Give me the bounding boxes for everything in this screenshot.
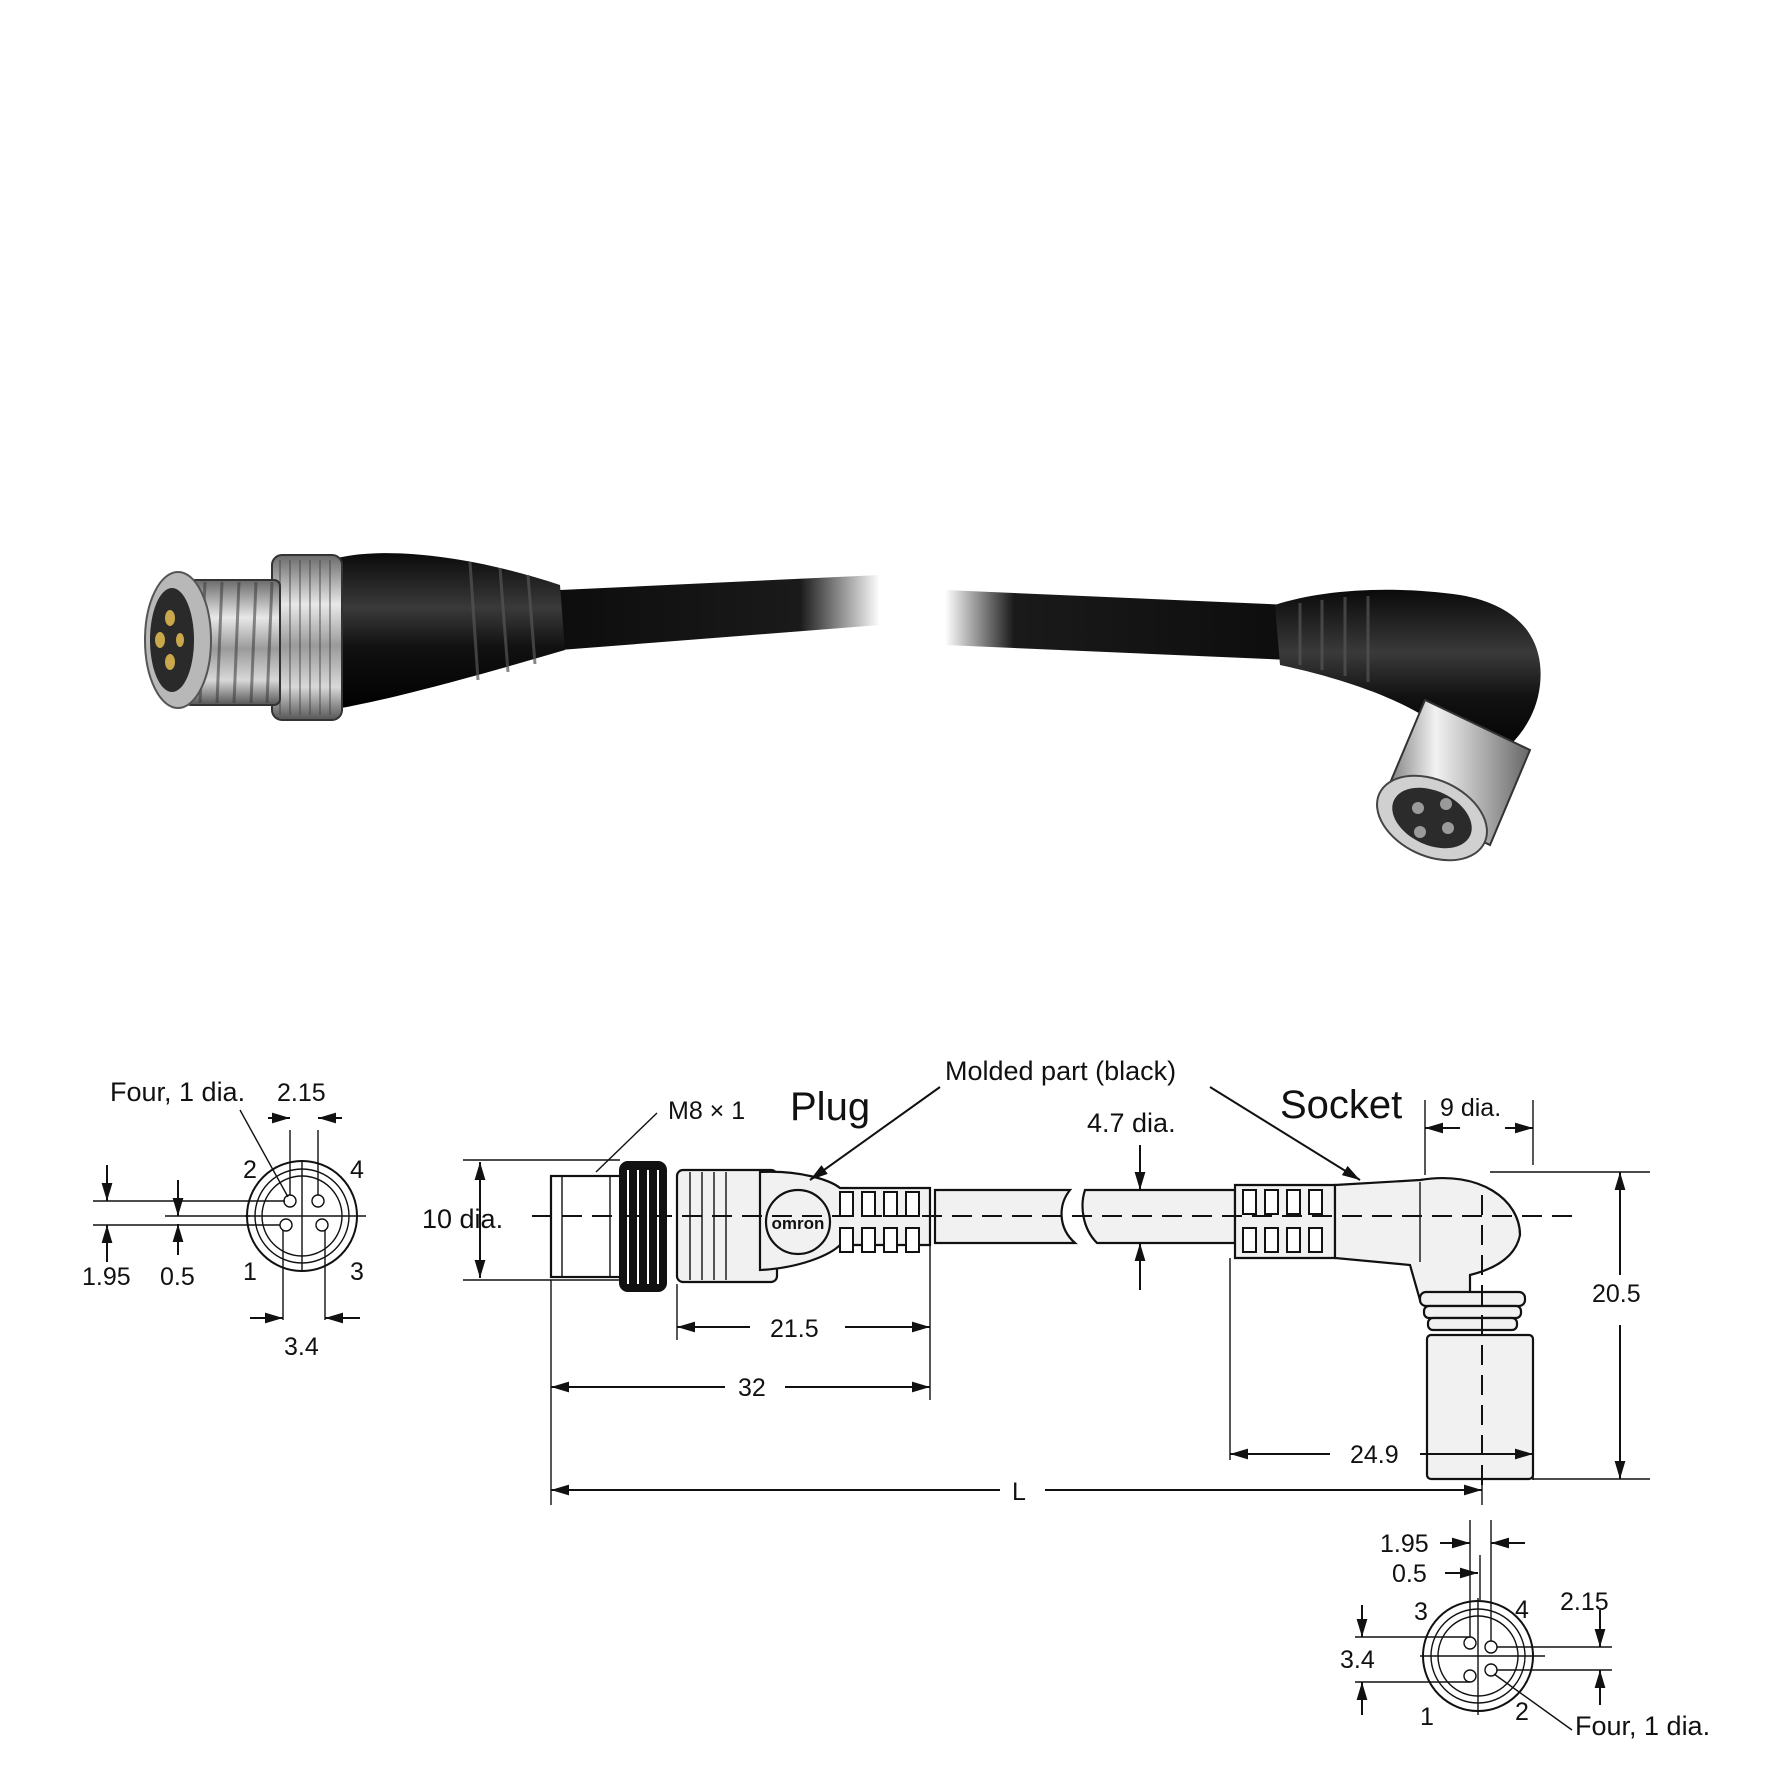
plug-label: Plug: [790, 1085, 870, 1129]
plug-pin-label-2: 2: [243, 1156, 257, 1184]
socket-pin-label-2: 2: [1515, 1698, 1529, 1726]
cable-dia-label: 4.7 dia.: [1087, 1108, 1176, 1138]
socket-pin-label-1: 1: [1420, 1703, 1434, 1731]
socket-dim-195: 1.95: [1380, 1530, 1429, 1558]
logo-text: omron: [772, 1214, 825, 1233]
plug-pin-label-4: 4: [350, 1156, 364, 1184]
plug-nut: [619, 1161, 667, 1292]
socket-face-callout: Four, 1 dia.: [1575, 1711, 1710, 1741]
plug-pin-2: [283, 1194, 297, 1208]
dim-L: L: [1012, 1478, 1026, 1506]
socket-label: Socket: [1280, 1083, 1402, 1127]
plug-dim-05: 0.5: [160, 1263, 195, 1291]
socket-pin-4: [1484, 1640, 1498, 1654]
plug-pin-3: [315, 1218, 329, 1232]
socket-pin-1: [1463, 1669, 1477, 1683]
plug-pin-label-3: 3: [350, 1258, 364, 1286]
socket-pin-label-3: 3: [1414, 1598, 1428, 1626]
socket-elbow: [1333, 1176, 1522, 1302]
socket-sleeve: [1425, 1333, 1535, 1481]
molded-part-callout: Molded part (black): [945, 1056, 1176, 1086]
plug-molded-body-photo: [330, 553, 565, 710]
thread-label: M8 × 1: [668, 1097, 745, 1125]
plug-face-callout: Four, 1 dia.: [110, 1077, 245, 1107]
connector-cable-photo: [144, 553, 1541, 862]
socket-dim-215: 2.15: [1560, 1588, 1609, 1616]
socket-face-view: 1.95 0.5 2.15 3.4 Four, 1 dia. 3 4 1 2: [1340, 1520, 1710, 1741]
plug-dia-label: 10 dia.: [422, 1204, 503, 1234]
plug-dim-215: 2.15: [277, 1079, 326, 1107]
socket-pin-label-4: 4: [1515, 1596, 1529, 1624]
dim-21-5: 21.5: [770, 1315, 819, 1343]
plug-pin-1: [279, 1218, 293, 1232]
plug-dim-195: 1.95: [82, 1263, 131, 1291]
socket-pin-3: [1463, 1636, 1477, 1650]
dim-32: 32: [738, 1374, 766, 1402]
dim-24-9: 24.9: [1350, 1441, 1399, 1469]
cable-left-segment: [933, 1188, 1078, 1245]
socket-dia-label: 9 dia.: [1440, 1094, 1501, 1122]
omron-logo: [764, 1188, 832, 1256]
plug-dim-34: 3.4: [284, 1333, 319, 1361]
cable-side-view: omron: [422, 1056, 1650, 1506]
plug-pin-4: [311, 1194, 325, 1208]
dim-20-5: 20.5: [1592, 1280, 1641, 1308]
socket-dim-05: 0.5: [1392, 1560, 1427, 1588]
cable-right-segment: [1081, 1188, 1237, 1245]
plug-pin-label-1: 1: [243, 1258, 257, 1286]
plug-nut-photo: [271, 554, 343, 721]
socket-dim-34: 3.4: [1340, 1646, 1375, 1674]
plug-face-view: Four, 1 dia. 2.15 1.95 0.5 3.4 2 4 1 3: [82, 1077, 366, 1361]
